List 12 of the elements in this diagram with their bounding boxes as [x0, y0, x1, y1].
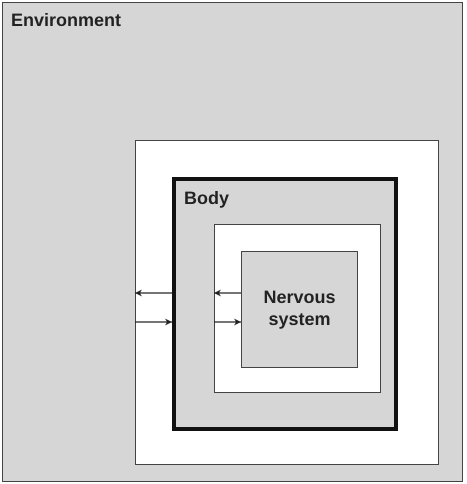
nervous-system-box [241, 251, 358, 368]
box-label: Nervous system [262, 286, 337, 330]
inner-boundary-box [214, 224, 381, 393]
arrow [135, 290, 172, 296]
arrow [214, 318, 241, 326]
region-label: Environment [11, 9, 122, 31]
body-box [172, 177, 398, 431]
arrow [214, 290, 241, 296]
environment-box [2, 2, 463, 482]
arrow [135, 318, 172, 326]
box-label: Body [184, 187, 229, 209]
boundary-box [135, 140, 439, 465]
